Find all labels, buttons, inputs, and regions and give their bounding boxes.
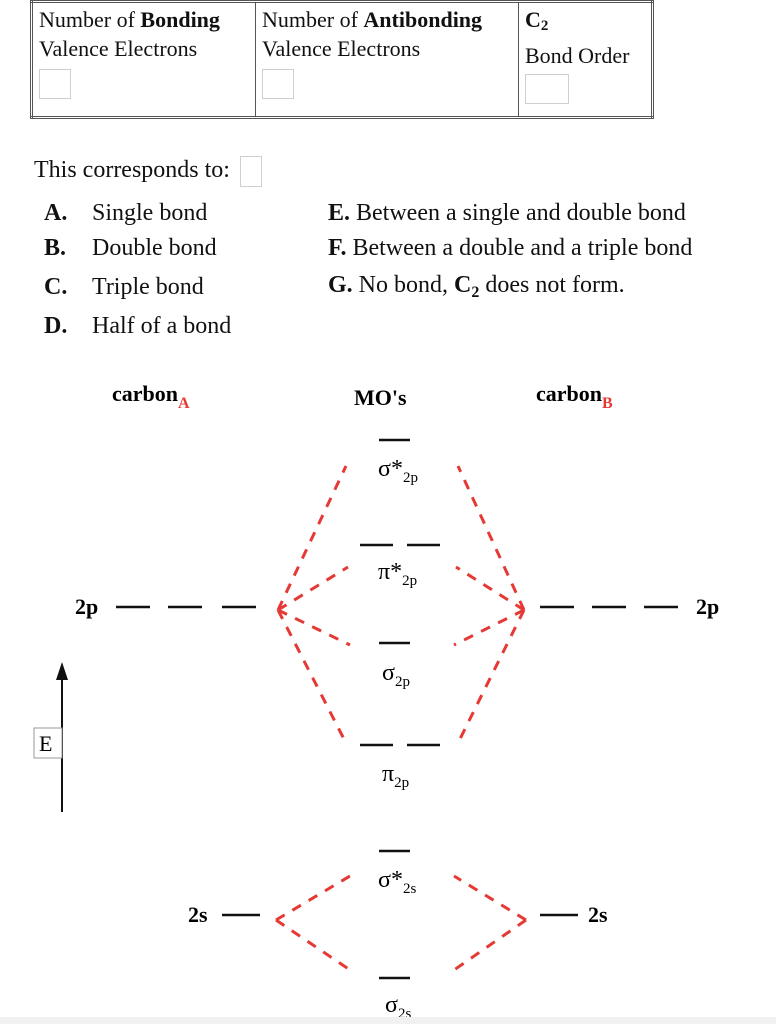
option-text: Between a single and double bond bbox=[356, 200, 686, 226]
bond-order-cell: C2 Bond Order bbox=[518, 1, 653, 118]
option-molecule: C bbox=[454, 272, 472, 298]
antibonding-electrons-input[interactable] bbox=[262, 69, 294, 99]
connector-left-sigma-star-2p bbox=[276, 465, 348, 611]
answer-letter-input[interactable] bbox=[239, 155, 262, 187]
connector-left-sigma-2p bbox=[277, 608, 351, 647]
connector-right-pi-2p bbox=[456, 609, 526, 744]
carbon-a-label: carbonA bbox=[112, 381, 190, 412]
option-letter: F. bbox=[328, 235, 347, 261]
connector-left-pi-2p bbox=[276, 609, 348, 744]
sigma-2p-label: σ2p bbox=[382, 660, 410, 690]
sigma-star-2p-label: σ*2p bbox=[378, 456, 418, 486]
pi-star-2p-label: π*2p bbox=[378, 559, 417, 589]
option-text: Single bond bbox=[92, 200, 208, 226]
antibonding-header-bold: Antibonding bbox=[363, 7, 483, 32]
mos-label: MO's bbox=[354, 385, 407, 410]
bonding-electrons-input[interactable] bbox=[39, 69, 71, 99]
bonding-header-line2: Valence Electrons bbox=[39, 36, 198, 61]
antibonding-header-prefix: Number of bbox=[262, 7, 364, 32]
option-text-after: does not form. bbox=[479, 272, 625, 298]
antibonding-header-line2: Valence Electrons bbox=[262, 36, 421, 61]
connector-right-sigma-2s bbox=[453, 918, 527, 972]
option-text: Half of a bond bbox=[92, 313, 232, 339]
option-e: E. Between a single and double bond bbox=[328, 197, 686, 229]
energy-label: E bbox=[39, 731, 52, 756]
option-d: D. Half of a bond bbox=[44, 310, 231, 342]
connector-right-sigma-2p bbox=[453, 608, 525, 647]
option-b: B. Double bond bbox=[44, 232, 217, 264]
bond-order-molecule-sub: 2 bbox=[540, 18, 549, 34]
connector-right-sigma-star-2s bbox=[453, 874, 527, 922]
antibonding-electrons-cell: Number of Antibonding Valence Electrons bbox=[255, 1, 519, 118]
energy-label-box bbox=[33, 727, 63, 759]
carbon-a-subscript: A bbox=[178, 395, 190, 412]
option-c: C. Triple bond bbox=[44, 271, 204, 303]
bond-order-input[interactable] bbox=[525, 74, 569, 104]
correlation-lines bbox=[275, 465, 527, 972]
option-g: G. No bond, C2 does not form. bbox=[328, 269, 625, 309]
connector-left-sigma-2s bbox=[275, 918, 351, 972]
bonding-header-bold: Bonding bbox=[140, 7, 220, 32]
option-molecule-sub: 2 bbox=[471, 284, 480, 301]
bond-order-header: Bond Order bbox=[525, 43, 630, 68]
sigma-star-2s-label: σ*2s bbox=[378, 867, 416, 897]
carbon-b-label: carbonB bbox=[536, 381, 613, 412]
bond-order-molecule: C bbox=[525, 7, 541, 32]
bottom-edge bbox=[0, 1017, 776, 1024]
option-f: F. Between a double and a triple bond bbox=[328, 232, 692, 264]
option-letter: B. bbox=[44, 235, 67, 261]
carbon-b-subscript: B bbox=[602, 395, 613, 412]
energy-arrow-icon bbox=[56, 662, 68, 680]
option-letter: C. bbox=[44, 274, 68, 300]
electron-count-table: Number of Bonding Valence Electrons Numb… bbox=[30, 0, 654, 119]
option-letter: A. bbox=[44, 200, 68, 226]
energy-axis: E bbox=[33, 662, 68, 812]
left-2p-label: 2p bbox=[75, 594, 98, 619]
bonding-electrons-cell: Number of Bonding Valence Electrons bbox=[31, 1, 256, 118]
option-text: Between a double and a triple bond bbox=[352, 235, 693, 261]
right-2s-label: 2s bbox=[588, 902, 608, 927]
option-letter: G. bbox=[328, 272, 353, 298]
mo-levels bbox=[360, 438, 440, 980]
bonding-header-prefix: Number of bbox=[39, 7, 141, 32]
pi-2p-label: π2p bbox=[382, 761, 409, 791]
right-2p-label: 2p bbox=[696, 594, 719, 619]
option-a: A. Single bond bbox=[44, 197, 207, 229]
connector-left-sigma-star-2s bbox=[275, 874, 351, 922]
connector-right-sigma-star-2p bbox=[456, 465, 526, 611]
question-prompt: This corresponds to: bbox=[34, 154, 262, 187]
left-2s-label: 2s bbox=[188, 902, 208, 927]
connector-left-pi-star-2p bbox=[277, 565, 349, 612]
question-text: This corresponds to: bbox=[34, 157, 230, 183]
option-text-before: No bond, bbox=[358, 272, 455, 298]
option-letter: D. bbox=[44, 313, 68, 339]
connector-right-pi-star-2p bbox=[455, 565, 525, 612]
option-text: Double bond bbox=[92, 235, 217, 261]
option-letter: E. bbox=[328, 200, 351, 226]
option-text: Triple bond bbox=[92, 274, 204, 300]
